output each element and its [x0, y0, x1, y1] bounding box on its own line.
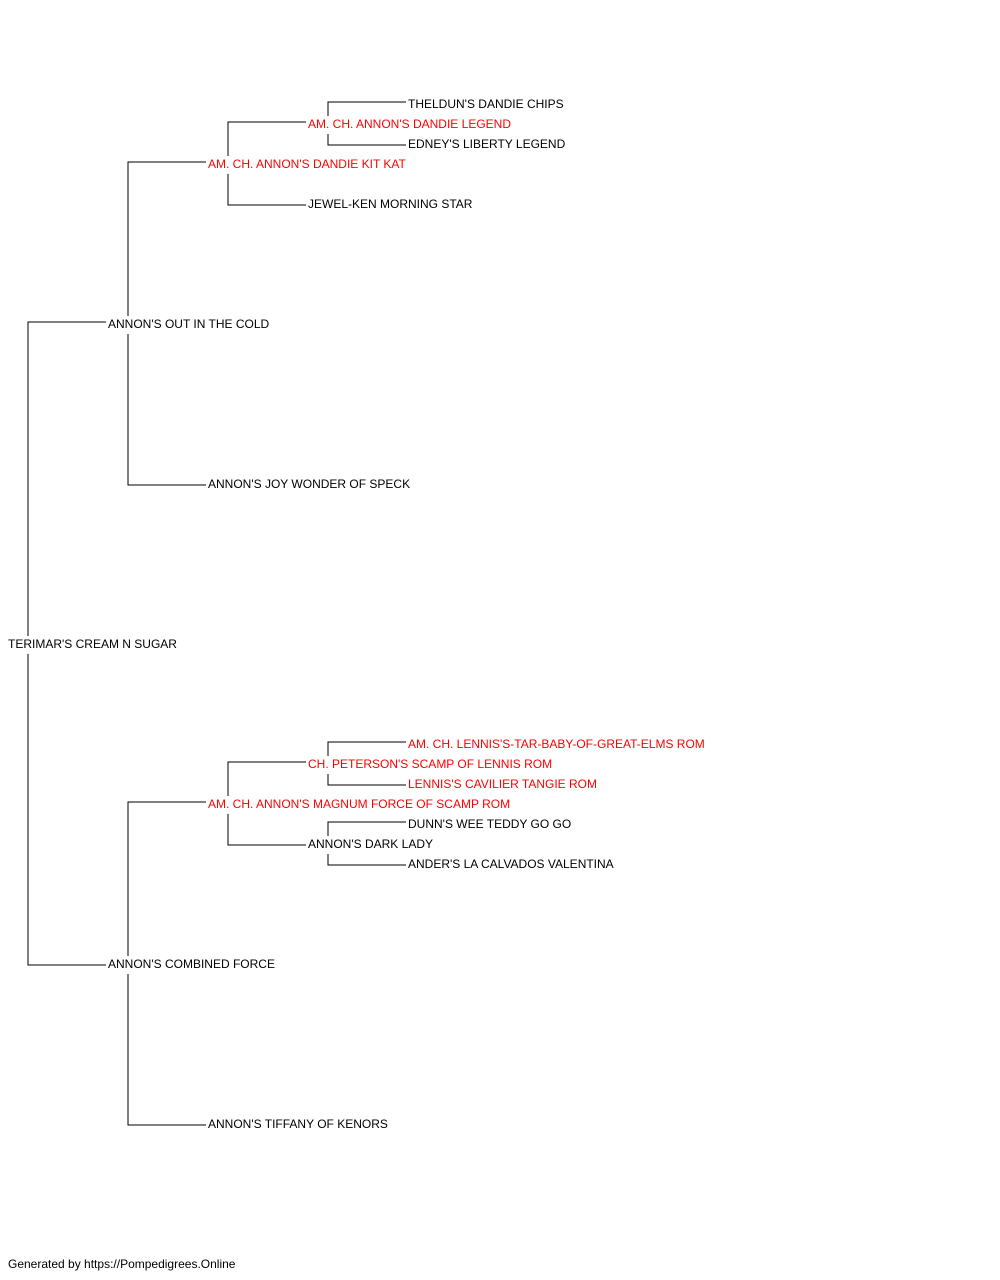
dog-name-terimar-s-cream-n-sugar: TERIMAR'S CREAM N SUGAR — [8, 637, 177, 651]
dog-name-am-ch-annon-s-magnum-force-of-scamp-rom: AM. CH. ANNON'S MAGNUM FORCE OF SCAMP RO… — [208, 797, 510, 811]
dog-name-lennis-s-tom-tom: LENNIS'S TOM-TOM — [508, 0, 622, 3]
dog-name-lennis-s-cavilier-tangie-rom: LENNIS'S CAVILIER TANGIE ROM — [408, 777, 597, 791]
sire-connector-line — [227, 761, 306, 796]
dog-name-am-ch-annon-s-dandie-legend: AM. CH. ANNON'S DANDIE LEGEND — [308, 117, 511, 131]
dog-name-newmont-valentine-of-vallee: NEWMONT VALENTINE OF VALLEE — [508, 0, 708, 3]
footer-credit: Generated by https://Pompedigrees.Online — [8, 1257, 236, 1271]
dog-name-ch-peterson-s-scamp-of-lennis-rom: CH. PETERSON'S SCAMP OF LENNIS ROM — [308, 757, 552, 771]
dam-connector-line — [327, 134, 406, 146]
dam-connector-line — [127, 334, 206, 486]
dog-name-am-ch-blair-s-solitaire: AM. CH. BLAIR'S SOLITAIRE — [508, 0, 667, 3]
dam-connector-line — [127, 974, 206, 1126]
dog-name-jewel-ken-morning-star: JEWEL-KEN MORNING STAR — [308, 197, 473, 211]
dog-name-am-ch-lennis-s-tar-baby-of-great-elms-rom: AM. CH. LENNIS'S-TAR-BABY-OF-GREAT-ELMS … — [408, 737, 705, 751]
dam-connector-line — [227, 174, 306, 206]
sire-connector-line — [327, 101, 406, 116]
sire-connector-line — [27, 321, 106, 636]
dog-name-am-ch-great-elms-timstopper-s-image-rom: AM. CH. GREAT ELMS TIMSTOPPER'S IMAGE RO… — [508, 0, 797, 3]
sire-connector-line — [127, 161, 206, 316]
dog-name-am-ch-parka-s-brilliant-sensation: AM. CH. PARKA'S BRILLIANT SENSATION — [508, 0, 742, 3]
dog-name-ander-s-la-calvados-valentina: ANDER'S LA CALVADOS VALENTINA — [408, 857, 614, 871]
dog-name-annon-s-combined-force: ANNON'S COMBINED FORCE — [108, 957, 275, 971]
dog-name-edney-s-liberty-legend: EDNEY'S LIBERTY LEGEND — [408, 137, 566, 151]
dog-name-theldun-s-princess-tiffany: THELDUN'S PRINCESS TIFFANY — [508, 0, 692, 3]
dog-name-annon-s-out-in-the-cold: ANNON'S OUT IN THE COLD — [108, 317, 270, 331]
dog-name-annon-s-dark-lady: ANNON'S DARK LADY — [308, 837, 433, 851]
sire-connector-line — [227, 121, 306, 156]
dog-name-lennis-s-spungold-julie: LENNIS'S SPUNGOLD JULIE — [508, 0, 668, 3]
dam-connector-line — [327, 854, 406, 866]
dog-name-dunn-s-wee-teddy-go-go: DUNN'S WEE TEDDY GO GO — [408, 817, 571, 831]
dam-connector-line — [327, 774, 406, 786]
dog-name-annon-s-joy-wonder-of-speck: ANNON'S JOY WONDER OF SPECK — [208, 477, 410, 491]
dog-name-theldun-s-dandie-chips: THELDUN'S DANDIE CHIPS — [408, 97, 564, 111]
sire-connector-line — [327, 821, 406, 836]
sire-connector-line — [127, 801, 206, 956]
dam-connector-line — [227, 814, 306, 846]
dog-name-am-ch-annon-s-dandie-kit-kat: AM. CH. ANNON'S DANDIE KIT KAT — [208, 157, 407, 171]
dam-connector-line — [27, 654, 106, 966]
dog-name-annon-s-tiffany-of-kenors: ANNON'S TIFFANY OF KENORS — [208, 1117, 388, 1131]
sire-connector-line — [327, 741, 406, 756]
dog-name-great-elms-angel: GREAT ELMS ANGEL — [508, 0, 628, 3]
dog-name-am-ch-theldun-s-tim-dandee-of-edney: AM. CH. THELDUN'S TIM DANDEE OF EDNEY — [508, 0, 765, 3]
